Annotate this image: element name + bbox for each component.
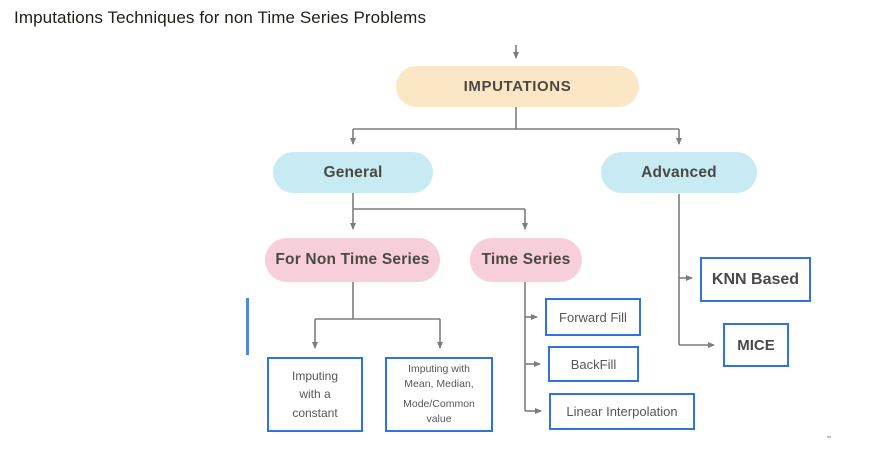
node-general-label: General [323, 163, 383, 181]
node-imputing-mean-line2: Mode/Common value [403, 398, 475, 426]
node-linear-interpolation-label: Linear Interpolation [566, 404, 678, 419]
node-for-non-time-series-label: For Non Time Series [275, 251, 430, 268]
node-knn-based: KNN Based [700, 257, 811, 302]
page-title: Imputations Techniques for non Time Seri… [14, 8, 427, 27]
node-for-non-time-series: For Non Time Series [265, 238, 440, 282]
node-time-series: Time Series [470, 238, 582, 282]
node-advanced-label: Advanced [641, 163, 717, 181]
node-linear-interpolation: Linear Interpolation [549, 393, 695, 430]
node-backfill: BackFill [548, 346, 639, 382]
node-imputing-mean-line1: Imputing with Mean, Median, [404, 362, 474, 390]
node-mice-label: MICE [737, 336, 775, 354]
node-forward-fill: Forward Fill [545, 298, 641, 336]
node-forward-fill-label: Forward Fill [559, 309, 627, 325]
node-imputing-mean-median-mode: Imputing with Mean, Median, Mode/Common … [385, 357, 493, 432]
node-imputations-label: IMPUTATIONS [463, 78, 572, 95]
node-knn-based-label: KNN Based [711, 270, 800, 288]
node-time-series-label: Time Series [481, 251, 571, 268]
node-imputations: IMPUTATIONS [396, 66, 639, 107]
stray-blue-line [246, 298, 249, 355]
node-advanced: Advanced [601, 152, 757, 193]
node-imputing-constant-label: Imputing with a constant [291, 368, 339, 420]
node-general: General [273, 152, 433, 193]
connector-group [312, 45, 715, 414]
node-backfill-label: BackFill [570, 356, 617, 372]
node-mice: MICE [723, 323, 789, 367]
node-imputing-constant: Imputing with a constant [267, 357, 363, 432]
artifact-dot [827, 436, 831, 438]
